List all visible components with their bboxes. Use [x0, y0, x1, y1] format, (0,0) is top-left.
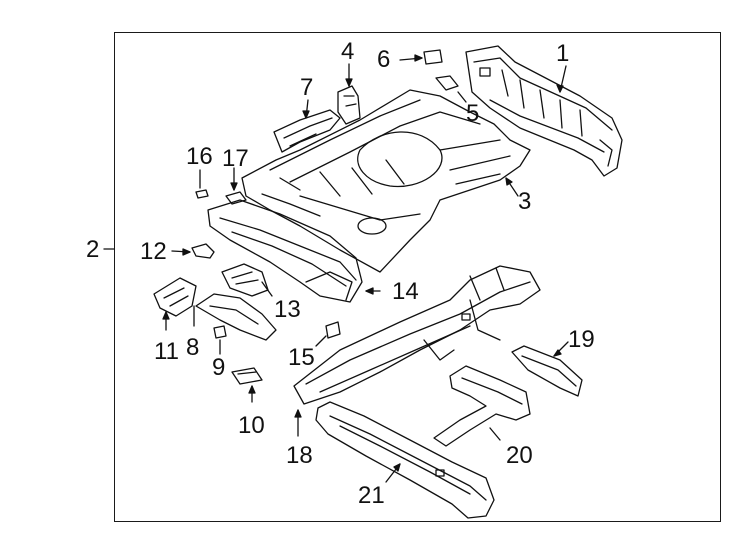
part-15-clip	[315, 321, 341, 347]
callout-5: 5	[466, 100, 480, 127]
part-10-bracket	[231, 367, 263, 403]
part-3-floor-pan	[241, 89, 531, 273]
part-20-crossmember	[433, 365, 531, 447]
callout-18: 18	[286, 442, 313, 469]
callout-20: 20	[506, 442, 533, 469]
callout-3: 3	[518, 188, 532, 215]
part-19-bracket	[511, 341, 583, 397]
callout-7: 7	[300, 74, 314, 101]
part-21-rail	[315, 401, 495, 519]
part-11-bracket	[153, 277, 197, 331]
callout-17: 17	[222, 145, 249, 172]
part-5-bracket	[435, 75, 467, 103]
callout-11: 11	[154, 338, 179, 365]
part-13-bracket	[221, 263, 273, 297]
callout-1: 1	[556, 40, 570, 67]
callout-16: 16	[186, 143, 213, 170]
callout-4: 4	[341, 38, 355, 65]
part-6-bracket	[399, 49, 443, 65]
callout-15: 15	[288, 344, 315, 371]
part-9-clip	[213, 325, 227, 355]
callout-13: 13	[274, 296, 301, 323]
callout-14: 14	[392, 278, 419, 305]
callout-21: 21	[358, 482, 385, 509]
part-17-bracket	[225, 167, 247, 205]
callout-12: 12	[140, 238, 167, 265]
part-8-panel	[193, 293, 277, 341]
part-4-bracket	[337, 63, 361, 125]
part-16-clip	[195, 169, 209, 199]
part-7-rail	[273, 99, 341, 153]
callout-19: 19	[568, 326, 595, 353]
part-12-bracket	[171, 243, 215, 259]
callout-8: 8	[186, 334, 200, 361]
callout-10: 10	[238, 412, 265, 439]
part-14-crossmember	[207, 199, 381, 303]
diagram-frame	[114, 32, 721, 522]
part-18-side-rail	[293, 265, 541, 437]
part-1-rear-panel	[465, 45, 623, 177]
callout-9: 9	[212, 354, 226, 381]
callout-2: 2	[86, 236, 100, 263]
callout-6: 6	[377, 46, 391, 73]
